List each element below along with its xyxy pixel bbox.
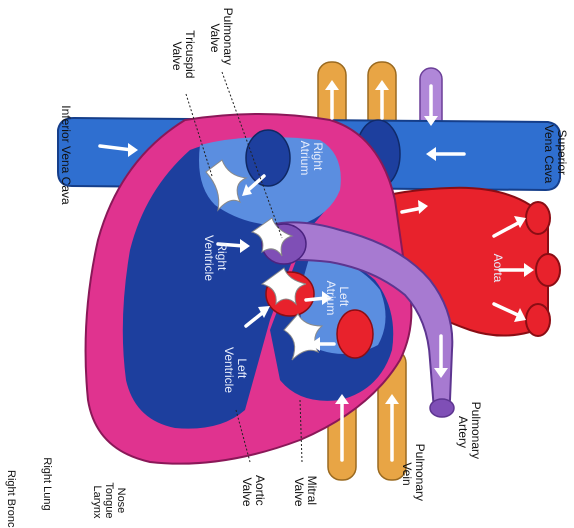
aorta-branch-1 xyxy=(526,202,550,234)
nose-tongue-larynx-label: Nose Tongue Larynx xyxy=(91,482,127,521)
right-lung-label: Right Lung xyxy=(41,457,53,510)
aorta-branch-3 xyxy=(526,304,550,336)
tricuspid-valve-label: Tricuspid Valve xyxy=(170,30,197,82)
aortic-valve-label: Aortic Valve xyxy=(240,475,267,509)
right-atrium-label: Right Atrium xyxy=(298,141,325,176)
aorta-label: Aorta xyxy=(491,254,505,283)
mitral-valve-label: Mitral Valve xyxy=(292,476,319,509)
right-bronchus-label: Right Bronchus xyxy=(5,470,17,528)
right-atrium-inlet xyxy=(246,130,290,186)
left-atrium-inlet xyxy=(337,310,373,358)
pulmonary-artery-label: Pulmonary Artery xyxy=(456,402,483,463)
aorta-branch-2 xyxy=(536,254,560,286)
pulmonary-valve-label: Pulmonary Valve xyxy=(208,8,235,69)
superior-vena-cava-label: Superior Vena Cava xyxy=(542,125,569,184)
pulmonary-artery-end xyxy=(430,399,454,417)
inferior-vena-cava-label: Inferior Vena Cava xyxy=(59,105,73,205)
